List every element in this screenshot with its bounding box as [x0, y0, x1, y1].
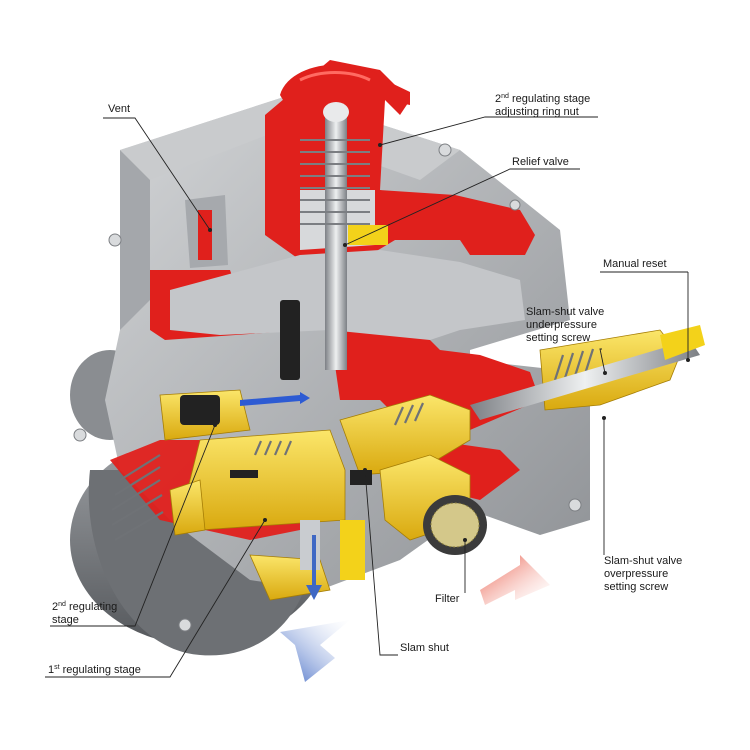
- springs: [111, 348, 595, 541]
- second-stage-line1: regulating: [65, 601, 118, 613]
- adjusting-ring-cap: [280, 64, 410, 115]
- leader-lines: [45, 116, 689, 678]
- label-first-regulating-stage: 1st regulating stage: [48, 664, 141, 677]
- label-slam-shut-overpressure: Slam-shut valve overpressure setting scr…: [604, 555, 682, 594]
- ring-nut-sup: nd: [501, 93, 509, 100]
- under-line1: Slam-shut valve: [526, 306, 605, 318]
- leader-dots: [208, 143, 690, 542]
- over-line2: overpressure: [604, 568, 669, 580]
- filter-text: Filter: [435, 593, 460, 605]
- first-stage-sup: st: [54, 664, 60, 671]
- label-adjusting-ring-nut: 2nd regulating stage adjusting ring nut: [495, 93, 590, 119]
- label-second-regulating-stage: 2nd regulating stage: [52, 601, 117, 627]
- ring-nut-num: 2: [495, 93, 502, 105]
- filter-element: [423, 495, 487, 555]
- ring-nut-line2: adjusting ring nut: [495, 106, 579, 118]
- over-line3: setting screw: [604, 581, 669, 593]
- label-vent: Vent: [108, 103, 130, 116]
- over-line1: Slam-shut valve: [604, 555, 683, 567]
- label-manual-reset: Manual reset: [603, 258, 667, 271]
- slam-shut-text: Slam shut: [400, 642, 449, 654]
- under-line2: underpressure: [526, 319, 597, 331]
- rubber-seals: [180, 300, 372, 485]
- vent-fitting: [185, 195, 228, 268]
- second-stage-line2: stage: [52, 614, 79, 626]
- second-stage-num: 2: [52, 601, 59, 613]
- label-filter: Filter: [435, 593, 459, 606]
- under-line3: setting screw: [526, 332, 591, 344]
- label-slam-shut: Slam shut: [400, 642, 449, 655]
- label-relief-valve: Relief valve: [512, 156, 569, 169]
- relief-valve-text: Relief valve: [512, 156, 569, 168]
- manual-reset-text: Manual reset: [603, 258, 667, 270]
- outlet-flow-arrow-icon: [280, 620, 350, 682]
- first-stage-text: regulating stage: [59, 664, 141, 676]
- inlet-flow-arrow-icon: [480, 555, 550, 605]
- vent-text: Vent: [108, 103, 131, 115]
- central-stem: [300, 102, 388, 370]
- label-slam-shut-underpressure: Slam-shut valve underpressure setting sc…: [526, 306, 604, 345]
- blue-flow-arrow-icon: [240, 392, 322, 600]
- first-stage-num: 1: [48, 664, 55, 676]
- manual-reset-rod: [470, 325, 705, 420]
- second-stage-sup: nd: [58, 601, 66, 608]
- body-bolts: [73, 143, 582, 632]
- ring-nut-line1: regulating stage: [508, 93, 591, 105]
